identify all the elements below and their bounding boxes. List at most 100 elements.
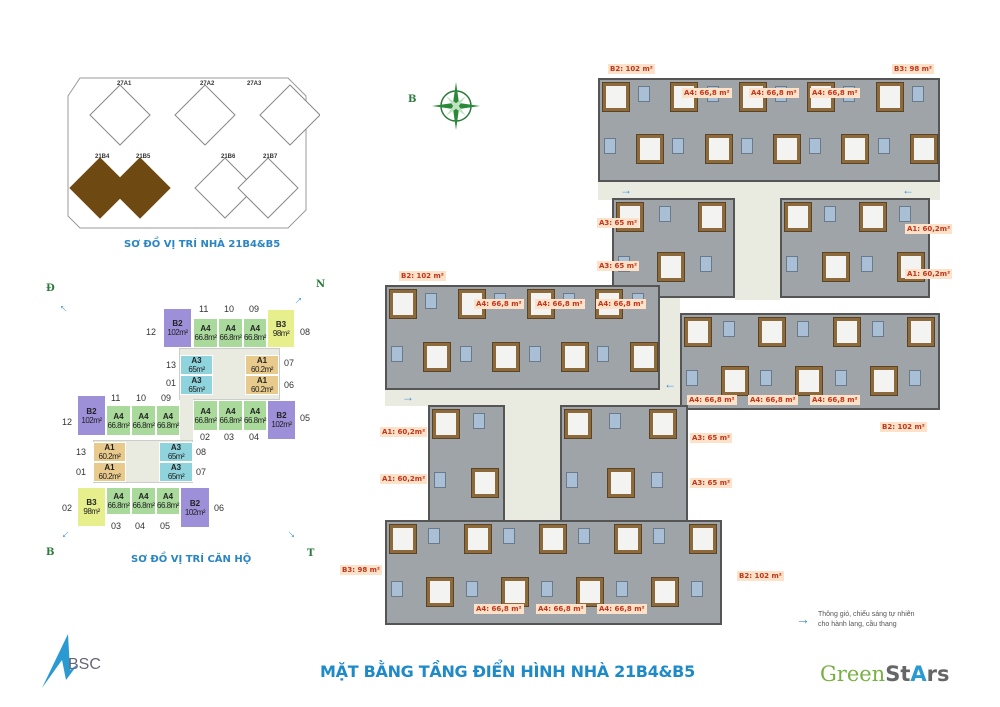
bathroom: [908, 369, 921, 386]
legend-text: Thông gió, chiếu sáng tự nhiên: [818, 611, 915, 618]
unit-type: A4: [249, 324, 261, 333]
bedroom: [795, 365, 824, 396]
direction-south: N: [316, 279, 326, 290]
bathroom: [391, 580, 403, 597]
bedroom: [784, 202, 812, 232]
bedroom: [613, 524, 642, 554]
unit-area-label: A3: 65 m²: [597, 261, 640, 271]
unit-number: 02: [200, 432, 211, 442]
bedroom: [758, 317, 787, 347]
bathroom: [597, 345, 610, 362]
unit-area-label: A1: 60,2m²: [905, 224, 953, 234]
bathroom: [638, 86, 651, 102]
logo-text: rs: [926, 662, 950, 686]
unit-number: 01: [166, 378, 177, 388]
unit-type: A4: [225, 324, 236, 333]
bathroom: [690, 580, 703, 597]
building-label: 27A2: [200, 81, 215, 87]
unit-area-label: A4: 66,8 m²: [682, 88, 732, 98]
unit-area: 60.2m²: [251, 385, 273, 394]
building-label: 27A3: [247, 81, 262, 87]
unit-type: B3: [275, 319, 287, 329]
unit-area: 98m²: [83, 507, 100, 516]
stair-core: [505, 406, 560, 521]
unit-number: 08: [300, 327, 311, 337]
unit-number: 12: [146, 327, 157, 337]
unit-number: 13: [166, 360, 177, 370]
bedroom: [909, 134, 938, 164]
unit-area-label: B2: 102 m²: [880, 422, 927, 432]
unit-type: B2: [86, 406, 97, 416]
bedroom: [423, 341, 452, 372]
unit-area-label: A4: 66,8 m²: [535, 299, 585, 309]
bathroom: [834, 369, 847, 386]
unit-type: A3: [191, 356, 202, 365]
arrow-icon: ↑: [284, 527, 300, 543]
unit-area-label: A4: 66,8 m²: [810, 395, 860, 405]
unit-area: 66.8m²: [132, 501, 155, 510]
bedroom: [501, 576, 530, 607]
bedroom: [649, 409, 678, 439]
unit-type: A4: [113, 492, 124, 501]
unit-area-label: A4: 66,8 m²: [596, 299, 646, 309]
bathroom: [651, 471, 664, 488]
unit-area: 66.8m²: [219, 415, 242, 425]
unit-area-label: B2: 102 m²: [608, 64, 655, 74]
bedroom: [560, 341, 589, 372]
unit-type: A1: [256, 356, 268, 365]
unit-area: 60.2m²: [251, 365, 273, 374]
unit-area: 60.2m²: [98, 452, 121, 461]
bathroom: [465, 580, 478, 597]
corridor: [660, 298, 680, 398]
bedroom: [821, 252, 850, 282]
unit-type: A4: [200, 406, 211, 416]
unit-number: 09: [249, 304, 260, 314]
direction-north: B: [46, 547, 55, 558]
unit-type: A1: [104, 463, 115, 472]
bathroom: [672, 138, 685, 154]
bathroom: [659, 206, 671, 222]
bedroom: [389, 524, 417, 554]
bathroom: [723, 321, 736, 337]
unit-area-label: A3: 65 m²: [597, 218, 640, 228]
ventilation-arrow-icon: ←: [902, 183, 914, 197]
unit-number: 09: [161, 393, 172, 403]
unit-number: 08: [196, 447, 207, 457]
unit-number: 06: [284, 380, 295, 390]
unit-area-label: A4: 66,8 m²: [536, 604, 586, 614]
unit-area: 60.2m²: [98, 472, 121, 481]
bathroom: [797, 321, 810, 337]
bathroom: [653, 528, 666, 544]
unit-area-label: B2: 102 m²: [399, 271, 446, 281]
unit-area: 66.8m²: [219, 333, 242, 342]
bedroom: [636, 134, 665, 164]
bedroom: [698, 202, 726, 232]
unit-type: A4: [162, 492, 174, 501]
bedroom: [389, 289, 417, 319]
corridor: [180, 395, 193, 445]
bathroom: [898, 206, 911, 222]
unit-area: 65m²: [188, 365, 205, 374]
arrow-icon: ↑: [55, 300, 71, 316]
bathroom: [472, 413, 485, 429]
ventilation-arrow-icon: →: [402, 390, 414, 404]
bathroom: [615, 580, 628, 597]
unit-area-label: A3: 65 m²: [690, 433, 733, 443]
unit-area: 102m²: [184, 507, 206, 517]
ventilation-arrow-icon: →: [796, 611, 810, 627]
bathroom: [877, 138, 890, 154]
unit-number: 05: [300, 413, 311, 423]
unit-number: 03: [111, 521, 122, 531]
unit-type: A4: [200, 324, 211, 333]
unit-number: 10: [224, 304, 235, 314]
